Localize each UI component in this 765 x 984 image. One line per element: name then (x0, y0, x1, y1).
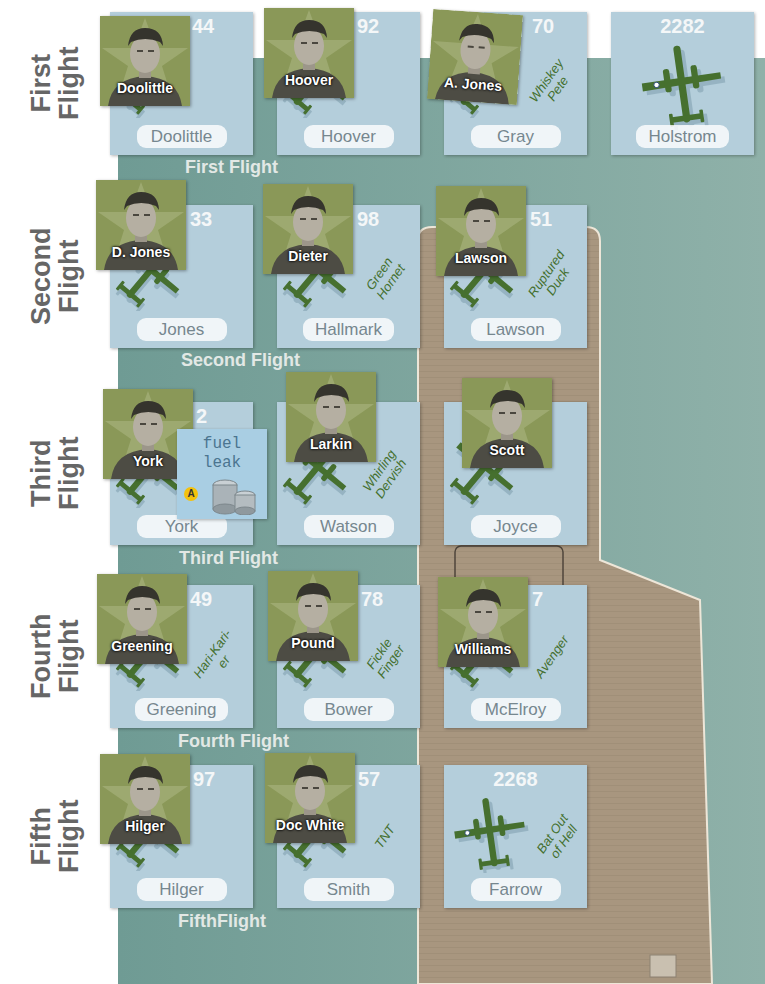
tail-number: 51 (530, 208, 552, 230)
crew-portrait: Scott (462, 378, 552, 468)
bomber-nickname: Whiskey Pete (523, 51, 581, 117)
flight-heading: Fourth Flight (27, 601, 84, 711)
tail-number: 57 (358, 768, 380, 790)
crew-name: Dieter (263, 248, 353, 264)
pilot-name: Watson (304, 515, 394, 538)
deck-flight-label: FifthFlight (178, 912, 266, 930)
deck-flight-label: First Flight (185, 158, 278, 176)
pilot-row: Doolittle (110, 125, 253, 148)
pilot-row: Holstrom (611, 125, 754, 148)
pilot-name: Smith (304, 878, 394, 901)
crew-name: Greening (97, 638, 187, 654)
pilot-name: Greening (135, 698, 229, 721)
crew-portrait: Williams (438, 577, 528, 667)
crew-name: D. Jones (96, 244, 186, 260)
pilot-name: Hoover (304, 125, 394, 148)
pilot-row: Hoover (277, 125, 420, 148)
pilot-row: McElroy (444, 698, 587, 721)
pilot-row: Bower (277, 698, 420, 721)
crew-portrait: Dieter (263, 184, 353, 274)
tail-number: 78 (361, 588, 383, 610)
tail-number: 49 (190, 588, 212, 610)
tail-number: 2282 (611, 15, 754, 37)
crew-name: Williams (438, 641, 528, 657)
tail-number: 33 (190, 208, 212, 230)
crew-name: Lawson (436, 250, 526, 266)
crew-portrait: Doc White (265, 753, 355, 843)
pilot-name: Jones (137, 318, 227, 341)
pilot-row: Farrow (444, 878, 587, 901)
flight-heading: Third Flight (27, 418, 84, 528)
deck-island (650, 955, 676, 977)
pilot-row: Jones (110, 318, 253, 341)
flight-heading: Fifth Flight (27, 781, 84, 891)
fuel-canisters (207, 475, 259, 515)
bomber-silhouette (637, 40, 727, 130)
crew-name: Scott (462, 442, 552, 458)
bomber-nickname: Ruptured Duck (523, 244, 581, 310)
pilot-row: Smith (277, 878, 420, 901)
deck-flight-label: Second Flight (181, 351, 300, 369)
crew-name: Doc White (265, 817, 355, 833)
tail-number: 98 (357, 208, 379, 230)
pilot-row: Gray (444, 125, 587, 148)
pilot-name: Holstrom (636, 125, 728, 148)
tail-number: 70 (532, 15, 554, 37)
pilot-name: McElroy (471, 698, 561, 721)
pilot-row: Greening (110, 698, 253, 721)
flight-heading: First Flight (27, 28, 84, 138)
crew-portrait: A. Jones (427, 9, 523, 105)
crew-name: Hilger (100, 818, 190, 834)
bomber-nickname: Bat Out of Hell (532, 809, 583, 866)
pilot-name: Joyce (471, 515, 561, 538)
pilot-name: Doolittle (137, 125, 227, 148)
token-text: fuel leak (185, 435, 259, 473)
plane-card: 2282Holstrom (611, 12, 754, 155)
pilot-name: Hilger (137, 878, 227, 901)
crew-name: Hoover (264, 72, 354, 88)
bomber-nickname: Green Hornet (356, 244, 414, 310)
pilot-row: Joyce (444, 515, 587, 538)
tail-number: 97 (193, 768, 215, 790)
pilot-name: Hallmark (303, 318, 394, 341)
bomber-nickname: Avenger (529, 628, 576, 687)
crew-name: Pound (268, 635, 358, 651)
crew-portrait: Hilger (100, 754, 190, 844)
token-letter: A (184, 487, 198, 501)
crew-name: Doolittle (100, 80, 190, 96)
tail-number: 7 (532, 588, 543, 610)
bomber-nickname: Fickle Finger (356, 624, 414, 690)
pilot-row: Watson (277, 515, 420, 538)
pilot-name: Gray (471, 125, 561, 148)
tail-number: 2268 (444, 768, 587, 790)
crew-portrait: Pound (268, 571, 358, 661)
plane-card: 2268Bat Out of HellFarrow (444, 765, 587, 908)
crew-portrait: Lawson (436, 186, 526, 276)
deck-flight-label: Fourth Flight (178, 732, 289, 750)
crew-name: Larkin (286, 436, 376, 452)
crew-portrait: Hoover (264, 8, 354, 98)
crew-portrait: Greening (97, 574, 187, 664)
crew-portrait: D. Jones (96, 180, 186, 270)
pilot-row: Lawson (444, 318, 587, 341)
bomber-silhouette (450, 793, 530, 873)
crew-portrait: Doolittle (100, 16, 190, 106)
tail-number: 2 (196, 405, 207, 427)
event-token: fuel leakA (177, 429, 267, 519)
tail-number: 44 (192, 15, 214, 37)
tail-number: 92 (357, 15, 379, 37)
pilot-name: Lawson (471, 318, 561, 341)
bomber-nickname: Hari-Kari-er (189, 624, 247, 690)
crew-portrait: Larkin (286, 372, 376, 462)
bomber-nickname: TNT (362, 808, 409, 867)
pilot-name: Farrow (471, 878, 561, 901)
pilot-row: Hallmark (277, 318, 420, 341)
flight-heading: Second Flight (27, 221, 84, 331)
deck-flight-label: Third Flight (179, 549, 278, 567)
pilot-row: Hilger (110, 878, 253, 901)
pilot-name: Bower (304, 698, 394, 721)
